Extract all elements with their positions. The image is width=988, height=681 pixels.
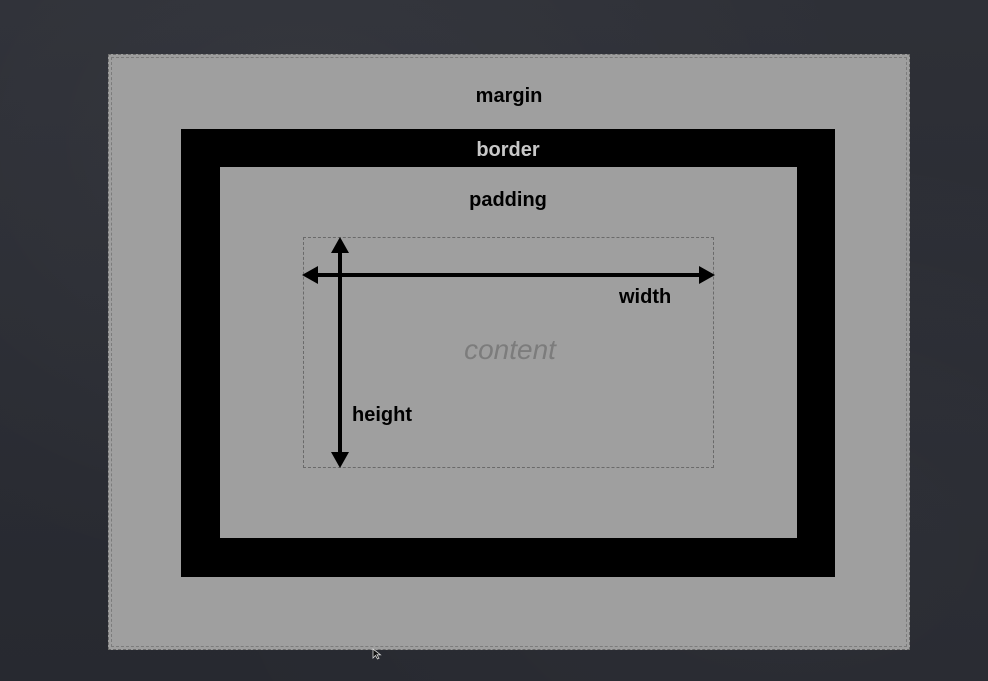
content-label: content bbox=[464, 334, 556, 365]
width-label: width bbox=[619, 286, 672, 308]
padding-box bbox=[220, 167, 797, 538]
padding-label: padding bbox=[469, 189, 547, 211]
height-label: height bbox=[352, 404, 412, 426]
content-box bbox=[303, 237, 714, 468]
border-label: border bbox=[476, 139, 540, 161]
arrow-cursor-icon bbox=[372, 648, 382, 660]
margin-label: margin bbox=[475, 85, 543, 107]
